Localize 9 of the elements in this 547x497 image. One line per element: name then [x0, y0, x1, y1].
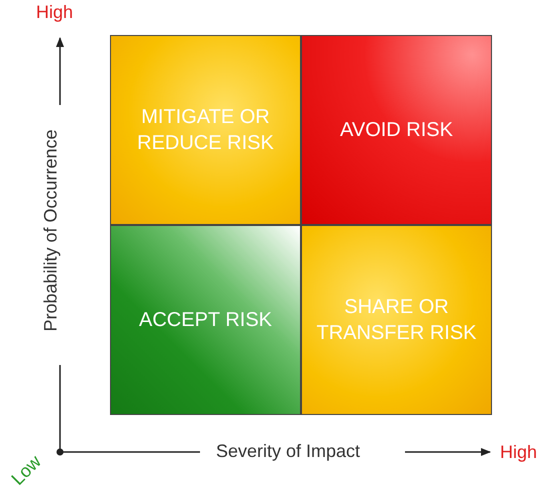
axis-title: Probability of Occurrence — [40, 129, 62, 332]
axis-title: Severity of Impact — [216, 441, 360, 462]
axis-end-label: High — [36, 2, 74, 23]
quadrant-box: AVOID RISK — [301, 35, 492, 225]
axis-end-label: High — [500, 442, 538, 463]
quadrant-box: ACCEPT RISK — [110, 225, 301, 415]
axis-end-label: Low — [7, 451, 46, 490]
quadrant-box: SHARE OR TRANSFER RISK — [301, 225, 492, 415]
quadrant-box: MITIGATE OR REDUCE RISK — [110, 35, 301, 225]
